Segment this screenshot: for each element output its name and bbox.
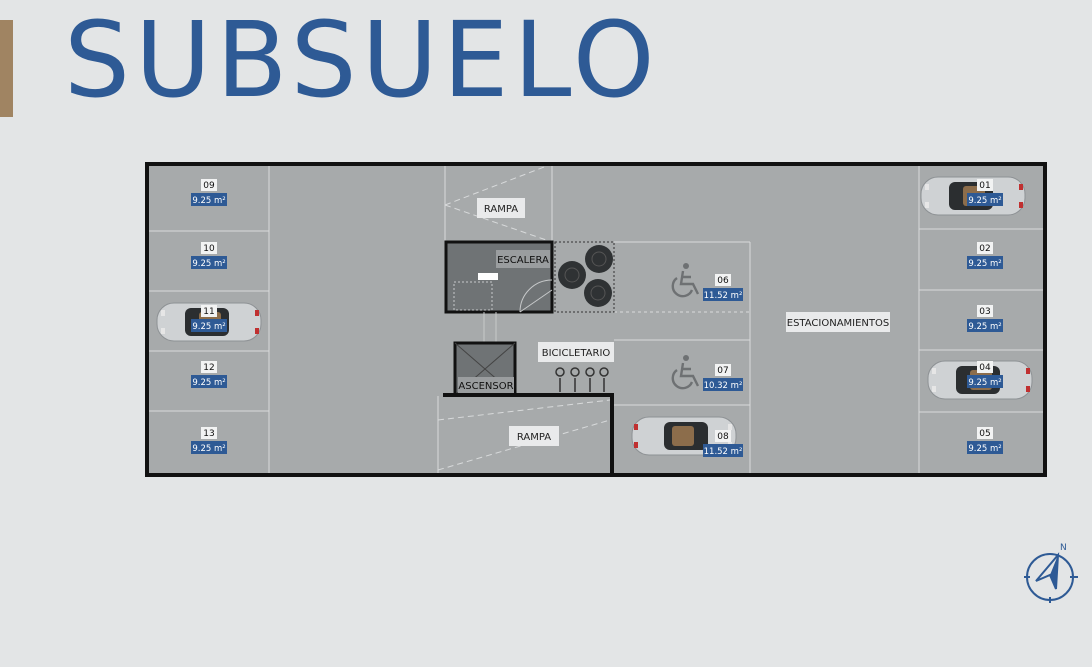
accent-bar — [0, 20, 13, 117]
space-tag-01: 01 9.25 m² — [967, 179, 1003, 206]
space-area: 9.25 m² — [968, 196, 1001, 206]
space-area: 11.52 m² — [704, 291, 743, 301]
outer-wall — [145, 162, 1047, 477]
ramp-bottom-label: RAMPA — [517, 432, 551, 443]
right-stall-lines — [918, 164, 1045, 475]
space-number: 13 — [203, 429, 214, 439]
space-number: 10 — [203, 244, 215, 254]
space-number: 09 — [203, 181, 215, 191]
space-tag-10: 10 9.25 m² — [191, 242, 227, 269]
space-area: 9.25 m² — [192, 322, 225, 332]
ramp-top-area — [444, 163, 553, 243]
elevator-label: ASCENSOR — [458, 381, 513, 392]
space-number: 02 — [979, 244, 990, 254]
inner-wall — [443, 393, 614, 475]
space-number: 05 — [979, 429, 990, 439]
space-number: 06 — [717, 276, 729, 286]
space-tag-06: 06 11.52 m² — [703, 274, 743, 301]
space-area: 9.25 m² — [192, 196, 225, 206]
stair-marker — [478, 273, 498, 280]
space-area: 9.25 m² — [968, 378, 1001, 388]
space-number: 04 — [979, 363, 991, 373]
space-number: 01 — [979, 181, 990, 191]
stair-label: ESCALERA — [497, 255, 549, 266]
space-tag-08: 08 11.52 m² — [703, 430, 743, 457]
space-area: 9.25 m² — [192, 378, 225, 388]
space-number: 11 — [203, 307, 214, 317]
space-number: 08 — [717, 432, 729, 442]
space-number: 07 — [717, 366, 728, 376]
page-title: SUBSUELO — [64, 0, 660, 121]
compass-north-label: N — [1060, 543, 1067, 553]
compass-icon: N — [1024, 543, 1078, 603]
left-stall-lines — [147, 164, 270, 475]
ramp-bottom-area — [437, 396, 611, 475]
water-tank-icon — [558, 261, 586, 289]
space-area: 9.25 m² — [192, 444, 225, 454]
space-number: 12 — [203, 363, 214, 373]
space-tag-04: 04 9.25 m² — [967, 361, 1003, 388]
ramp-top-label: RAMPA — [484, 204, 518, 215]
space-area: 9.25 m² — [968, 444, 1001, 454]
bike-room-label: BICICLETARIO — [542, 348, 611, 359]
space-tag-07: 07 10.32 m² — [703, 364, 743, 391]
parking-floor — [147, 164, 1045, 475]
space-tag-02: 02 9.25 m² — [967, 242, 1003, 269]
water-tanks — [554, 241, 615, 313]
parking-label: ESTACIONAMIENTOS — [787, 318, 890, 329]
space-area: 9.25 m² — [968, 322, 1001, 332]
space-area: 9.25 m² — [968, 259, 1001, 269]
space-tag-09: 09 9.25 m² — [191, 179, 227, 206]
space-number: 03 — [979, 307, 990, 317]
space-tag-11: 11 9.25 m² — [191, 305, 227, 332]
bicycle-icon — [555, 367, 609, 392]
space-area: 10.32 m² — [704, 381, 743, 391]
space-tag-13: 13 9.25 m² — [191, 427, 227, 454]
space-tags: 09 9.25 m² 10 9.25 m² 11 9.25 m² 12 9.25 m² 13 9.… — [191, 179, 1003, 457]
space-area: 11.52 m² — [704, 447, 743, 457]
center-stall-lines — [614, 241, 751, 475]
space-area: 9.25 m² — [192, 259, 225, 269]
space-tag-05: 05 9.25 m² — [967, 427, 1003, 454]
space-tag-03: 03 9.25 m² — [967, 305, 1003, 332]
room-labels: RAMPA ESCALERA BICICLETARIO ASCENSOR RAM… — [458, 198, 890, 446]
space-tag-12: 12 9.25 m² — [191, 361, 227, 388]
